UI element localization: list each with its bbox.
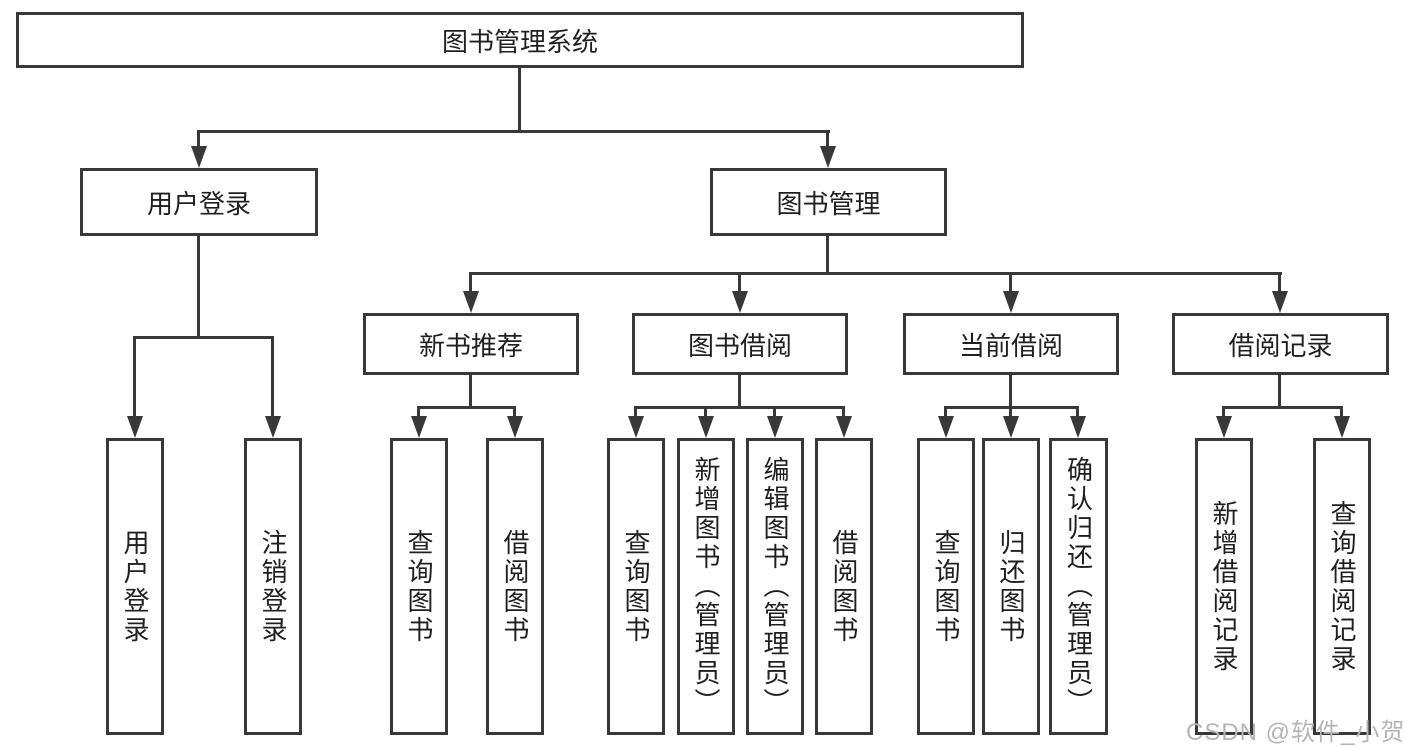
connector-leaf-drop (1222, 406, 1225, 418)
leaf-edit-book-admin-label: 编辑图书（管理员） (760, 456, 790, 717)
arrowhead-down (1334, 416, 1350, 438)
connector-level2-elbow (197, 130, 830, 133)
leaf-return-book-label: 归还图书 (996, 528, 1026, 645)
connector-leaf-drop (513, 406, 516, 418)
leaf-confirm-return-admin-label: 确认归还（管理员） (1063, 456, 1094, 717)
leaf-borrow-books: 借阅图书 (815, 438, 873, 735)
leaf-logout: 注销登录 (244, 438, 302, 735)
connector-new-book-elbow (417, 406, 516, 409)
arrowhead-down (1216, 416, 1232, 438)
node-book-management-label: 图书管理 (776, 188, 881, 219)
connector-book-borrow-elbow (634, 406, 845, 409)
leaf-query-books-current: 查询图书 (917, 438, 975, 735)
connector-user-login-elbow (133, 336, 274, 339)
connector-book-mgmt-drop (826, 130, 829, 148)
node-user-login: 用户登录 (80, 168, 318, 236)
leaf-query-books-borrow: 查询图书 (607, 438, 665, 735)
arrowhead-down (191, 146, 207, 168)
leaf-query-books-current-label: 查询图书 (931, 528, 961, 645)
connector-leaf-drop (842, 406, 845, 418)
node-borrow-records-label: 借阅记录 (1228, 330, 1333, 361)
leaf-query-borrow-record: 查询借阅记录 (1313, 438, 1371, 735)
connector-borrow-records-elbow (1222, 406, 1343, 409)
leaf-query-borrow-record-label: 查询借阅记录 (1327, 499, 1357, 674)
connector-section-drop (738, 272, 741, 293)
node-user-login-label: 用户登录 (146, 188, 251, 219)
arrowhead-down (1070, 416, 1086, 438)
connector-current-borrow-stem (1009, 375, 1012, 409)
leaf-query-books-recommend-label: 查询图书 (404, 528, 434, 645)
connector-leaf-drop (1076, 406, 1079, 418)
connector-section-drop (469, 272, 472, 293)
arrowhead-down (1003, 291, 1019, 313)
arrowhead-down (1003, 416, 1019, 438)
leaf-user-login-label: 用户登录 (120, 528, 150, 645)
arrowhead-down (463, 291, 479, 313)
arrowhead-down (411, 416, 427, 438)
leaf-query-books-borrow-label: 查询图书 (621, 528, 651, 645)
leaf-logout-label: 注销登录 (258, 528, 288, 645)
connector-book-borrow-stem (738, 375, 741, 409)
connector-leaf-drop (133, 336, 136, 418)
leaf-confirm-return-admin: 确认归还（管理员） (1049, 438, 1108, 735)
connector-leaf-drop (417, 406, 420, 418)
node-new-book-recommend: 新书推荐 (363, 313, 579, 375)
connector-book-mgmt-stem (826, 236, 829, 275)
connector-leaf-drop (634, 406, 637, 418)
arrowhead-down (732, 291, 748, 313)
connector-level3-elbow (469, 272, 1282, 275)
arrowhead-down (1272, 291, 1288, 313)
node-current-borrow: 当前借阅 (903, 313, 1119, 375)
leaf-add-book-admin-label: 新增图书（管理员） (691, 456, 721, 717)
node-root: 图书管理系统 (16, 12, 1024, 68)
watermark: CSDN @软件_小贺同学 (1186, 719, 1405, 746)
connector-new-book-stem (469, 375, 472, 409)
node-borrow-records: 借阅记录 (1172, 313, 1389, 375)
connector-section-drop (1009, 272, 1012, 293)
node-root-label: 图书管理系统 (441, 26, 598, 57)
node-current-borrow-label: 当前借阅 (958, 330, 1063, 361)
connector-leaf-drop (1009, 406, 1012, 418)
arrowhead-down (767, 416, 783, 438)
arrowhead-down (628, 416, 644, 438)
arrowhead-down (820, 146, 836, 168)
leaf-user-login: 用户登录 (106, 438, 164, 735)
arrowhead-down (938, 416, 954, 438)
leaf-return-book: 归还图书 (982, 438, 1040, 735)
connector-root-stem (518, 68, 521, 133)
arrowhead-down (265, 416, 281, 438)
leaf-add-book-admin: 新增图书（管理员） (677, 438, 735, 735)
connector-leaf-drop (271, 336, 274, 418)
connector-leaf-drop (944, 406, 947, 418)
node-book-management: 图书管理 (710, 168, 947, 236)
connector-user-login-drop (197, 130, 200, 148)
connector-leaf-drop (1340, 406, 1343, 418)
leaf-edit-book-admin: 编辑图书（管理员） (746, 438, 804, 735)
connector-section-drop (1278, 272, 1281, 293)
connector-borrow-records-stem (1278, 375, 1281, 409)
leaf-query-books-recommend: 查询图书 (390, 438, 448, 735)
connector-user-login-stem (197, 236, 200, 338)
arrowhead-down (127, 416, 143, 438)
node-new-book-recommend-label: 新书推荐 (418, 330, 523, 361)
arrowhead-down (507, 416, 523, 438)
leaf-borrow-books-label: 借阅图书 (829, 528, 859, 645)
connector-leaf-drop (773, 406, 776, 418)
node-book-borrow-label: 图书借阅 (687, 330, 792, 361)
leaf-add-borrow-record: 新增借阅记录 (1195, 438, 1253, 735)
arrowhead-down (836, 416, 852, 438)
arrowhead-down (698, 416, 714, 438)
leaf-borrow-books-recommend-label: 借阅图书 (500, 528, 530, 645)
leaf-borrow-books-recommend: 借阅图书 (486, 438, 544, 735)
leaf-add-borrow-record-label: 新增借阅记录 (1209, 499, 1239, 674)
connector-leaf-drop (704, 406, 707, 418)
node-book-borrow: 图书借阅 (632, 313, 848, 375)
